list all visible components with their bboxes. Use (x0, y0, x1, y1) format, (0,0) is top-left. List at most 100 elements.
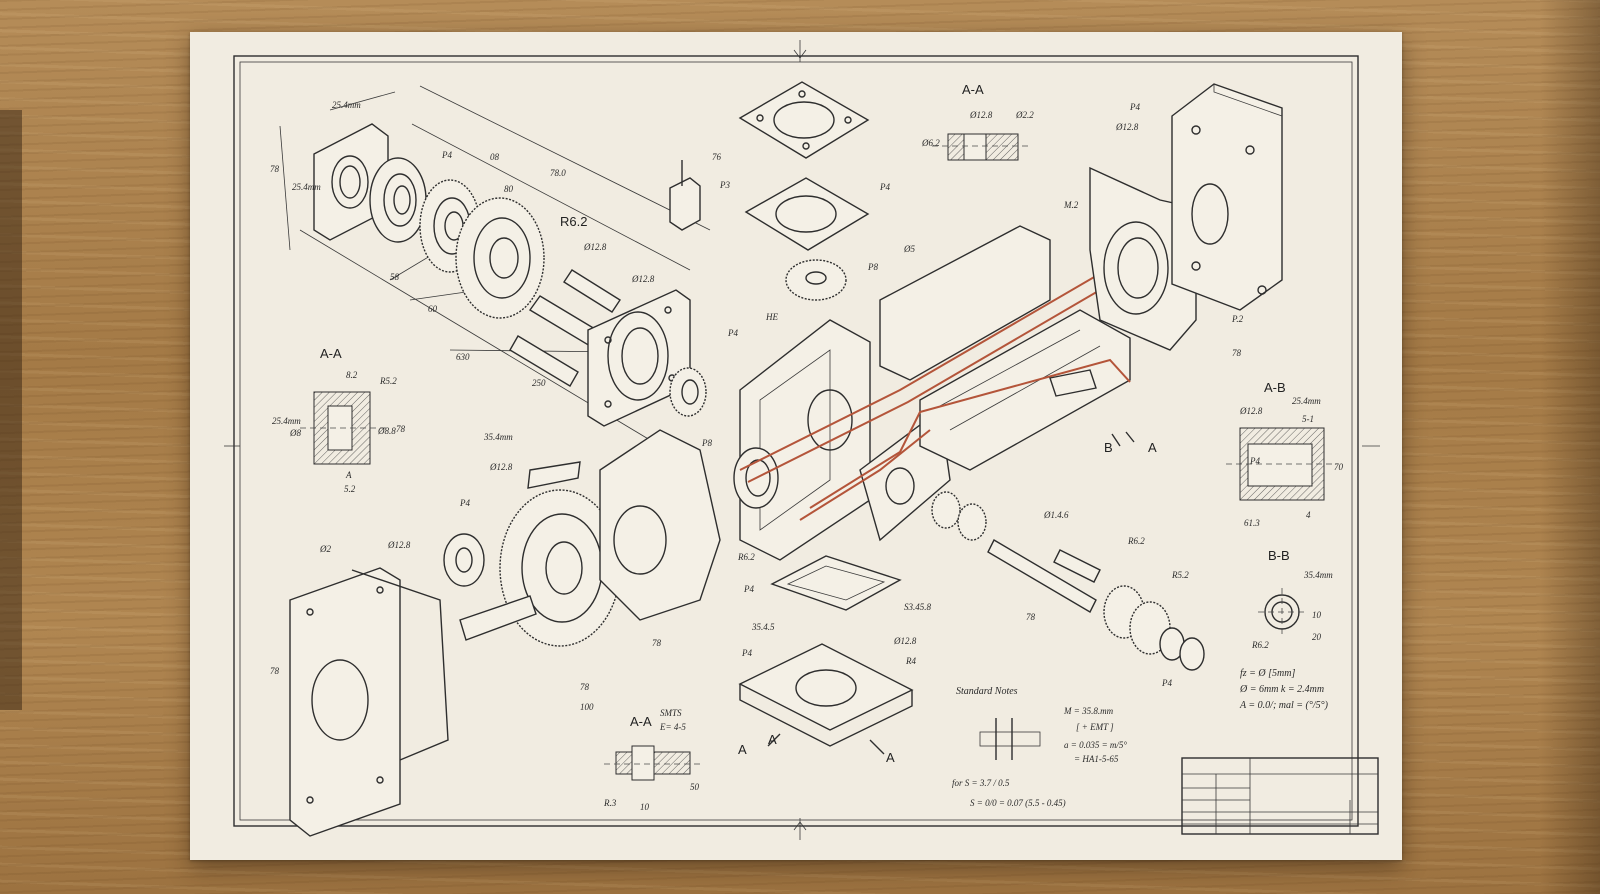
dim-label: 5.2 (344, 484, 356, 494)
gear-top-center (785, 259, 847, 301)
dim-label: 60 (428, 304, 438, 314)
section-label-bb: B-B (1268, 548, 1290, 563)
note-line: a = 0.035 = m/5° (1064, 740, 1127, 750)
dim-label: P4 (1249, 456, 1260, 466)
dim-label: 630 (456, 352, 470, 362)
dim-label: R5.2 (1171, 570, 1189, 580)
lower-right-gears (931, 491, 1205, 671)
dim-label: R.3 (603, 798, 617, 808)
gasket-lower (770, 555, 902, 611)
slide-block (879, 225, 1131, 471)
dim-label: R6.2 (737, 552, 755, 562)
note-right-line: A = 0.0/; mal = (°/5°) (1239, 700, 1329, 711)
dim-label: Ø12.8 (583, 242, 607, 252)
middle-plate (744, 177, 870, 251)
dim-label: 4 (1306, 510, 1311, 520)
dim-label: R4 (905, 656, 916, 666)
dim-label: 50 (690, 782, 700, 792)
dim-label: A (1148, 440, 1157, 455)
dim-label: P4 (727, 328, 738, 338)
dim-label: 78 (1026, 612, 1036, 622)
dim-label: P4 (1129, 102, 1140, 112)
dim-label: Ø12.8 (893, 636, 917, 646)
dim-label: HE (765, 312, 778, 322)
dim-label: 78 (270, 164, 280, 174)
pin-shafts (509, 269, 621, 387)
drawing-border (233, 55, 1359, 827)
note-line: [ + EMT ] (1076, 722, 1114, 732)
dim-label: P4 (741, 648, 752, 658)
dim-label: P8 (701, 438, 712, 448)
section-label-aa-top: A-A (962, 82, 984, 97)
section-ab-drawing (1226, 427, 1336, 501)
dim-label: 76 (712, 152, 722, 162)
section-aa-top-drawing (932, 133, 1030, 161)
section-aa-bottom-drawing (604, 745, 700, 781)
dim-label: R6.2 (1127, 536, 1145, 546)
shaft-lower-left (459, 595, 537, 641)
title-block (1181, 757, 1379, 835)
right-flange-plate (1089, 166, 1197, 351)
dim-label: P4 (1161, 678, 1172, 688)
top-cover-plate (738, 81, 870, 159)
note-right-line: Ø = 6mm k = 2.4mm (1239, 684, 1324, 695)
dim-label: 35.4.5 (751, 622, 775, 632)
dim-label: 25.4mm (292, 182, 321, 192)
dim-label: A (768, 732, 777, 747)
dim-label: 78.0 (550, 168, 566, 178)
base-plate-lower (738, 643, 914, 747)
dim-label: E= 4-5 (659, 722, 686, 732)
note-line: S = 0/0 = 0.07 (5.5 - 0.45) (970, 798, 1066, 808)
dim-label: 78 (270, 666, 280, 676)
note-line: for S = 3.7 / 0.5 (952, 778, 1010, 788)
section-aa-left-drawing (300, 391, 386, 465)
small-bearing (669, 367, 707, 417)
dim-label: 78 (652, 638, 662, 648)
dim-label: 100 (580, 702, 594, 712)
dim-label: 35.4mm (483, 432, 513, 442)
dim-label: P.2 (1231, 314, 1244, 324)
dim-label: Ø12.8 (969, 110, 993, 120)
lower-right-shaft (987, 369, 1101, 613)
dim-label: 8.2 (346, 370, 358, 380)
dim-label: R6.2 (1251, 640, 1269, 650)
dim-label: A (738, 742, 747, 757)
note-line: M = 35.8.mm (1063, 706, 1114, 716)
dim-label: P4 (441, 150, 452, 160)
dim-label: A (345, 470, 352, 480)
dim-label: 10 (640, 802, 650, 812)
dim-label: P4 (459, 498, 470, 508)
drawing-inner-border (239, 61, 1353, 821)
section-label-aa-left: A-A (320, 346, 342, 361)
dim-label: Ø2 (319, 544, 331, 554)
dim-label: 25.4mm (272, 416, 301, 426)
dim-label: 10 (1312, 610, 1322, 620)
center-mark-bottom (793, 818, 807, 840)
dim-label: Ø6.2 (921, 138, 940, 148)
dim-label: 250 (532, 378, 546, 388)
dim-label: 58 (390, 272, 400, 282)
section-label-aa-bottom: A-A (630, 714, 652, 729)
dim-label: 80 (504, 184, 514, 194)
dim-label: B (1104, 440, 1113, 455)
dim-label: A (886, 750, 895, 765)
dim-label: Ø8 (289, 428, 301, 438)
dim-label: P3 (719, 180, 730, 190)
dim-label: Ø8.8 (377, 426, 396, 436)
dim-label: Ø1.4.6 (1043, 510, 1069, 520)
dim-label: 5-1 (1302, 414, 1314, 424)
dim-label: Ø12.8 (1239, 406, 1263, 416)
notes-heading: Standard Notes (956, 686, 1018, 697)
dim-label: 78 (396, 424, 406, 434)
dim-label: Ø12.8 (489, 462, 513, 472)
section-cut-arrows (767, 431, 1135, 755)
dim-label: Ø5 (903, 244, 915, 254)
dim-label: P4 (743, 584, 754, 594)
dim-label: 25.4mm (332, 100, 361, 110)
dim-label: 25.4mm (1292, 396, 1321, 406)
cam-plate (599, 429, 721, 621)
notes-sketch (979, 718, 1041, 760)
desk-shadow-right (1540, 0, 1600, 894)
section-label-ab: A-B (1264, 380, 1286, 395)
